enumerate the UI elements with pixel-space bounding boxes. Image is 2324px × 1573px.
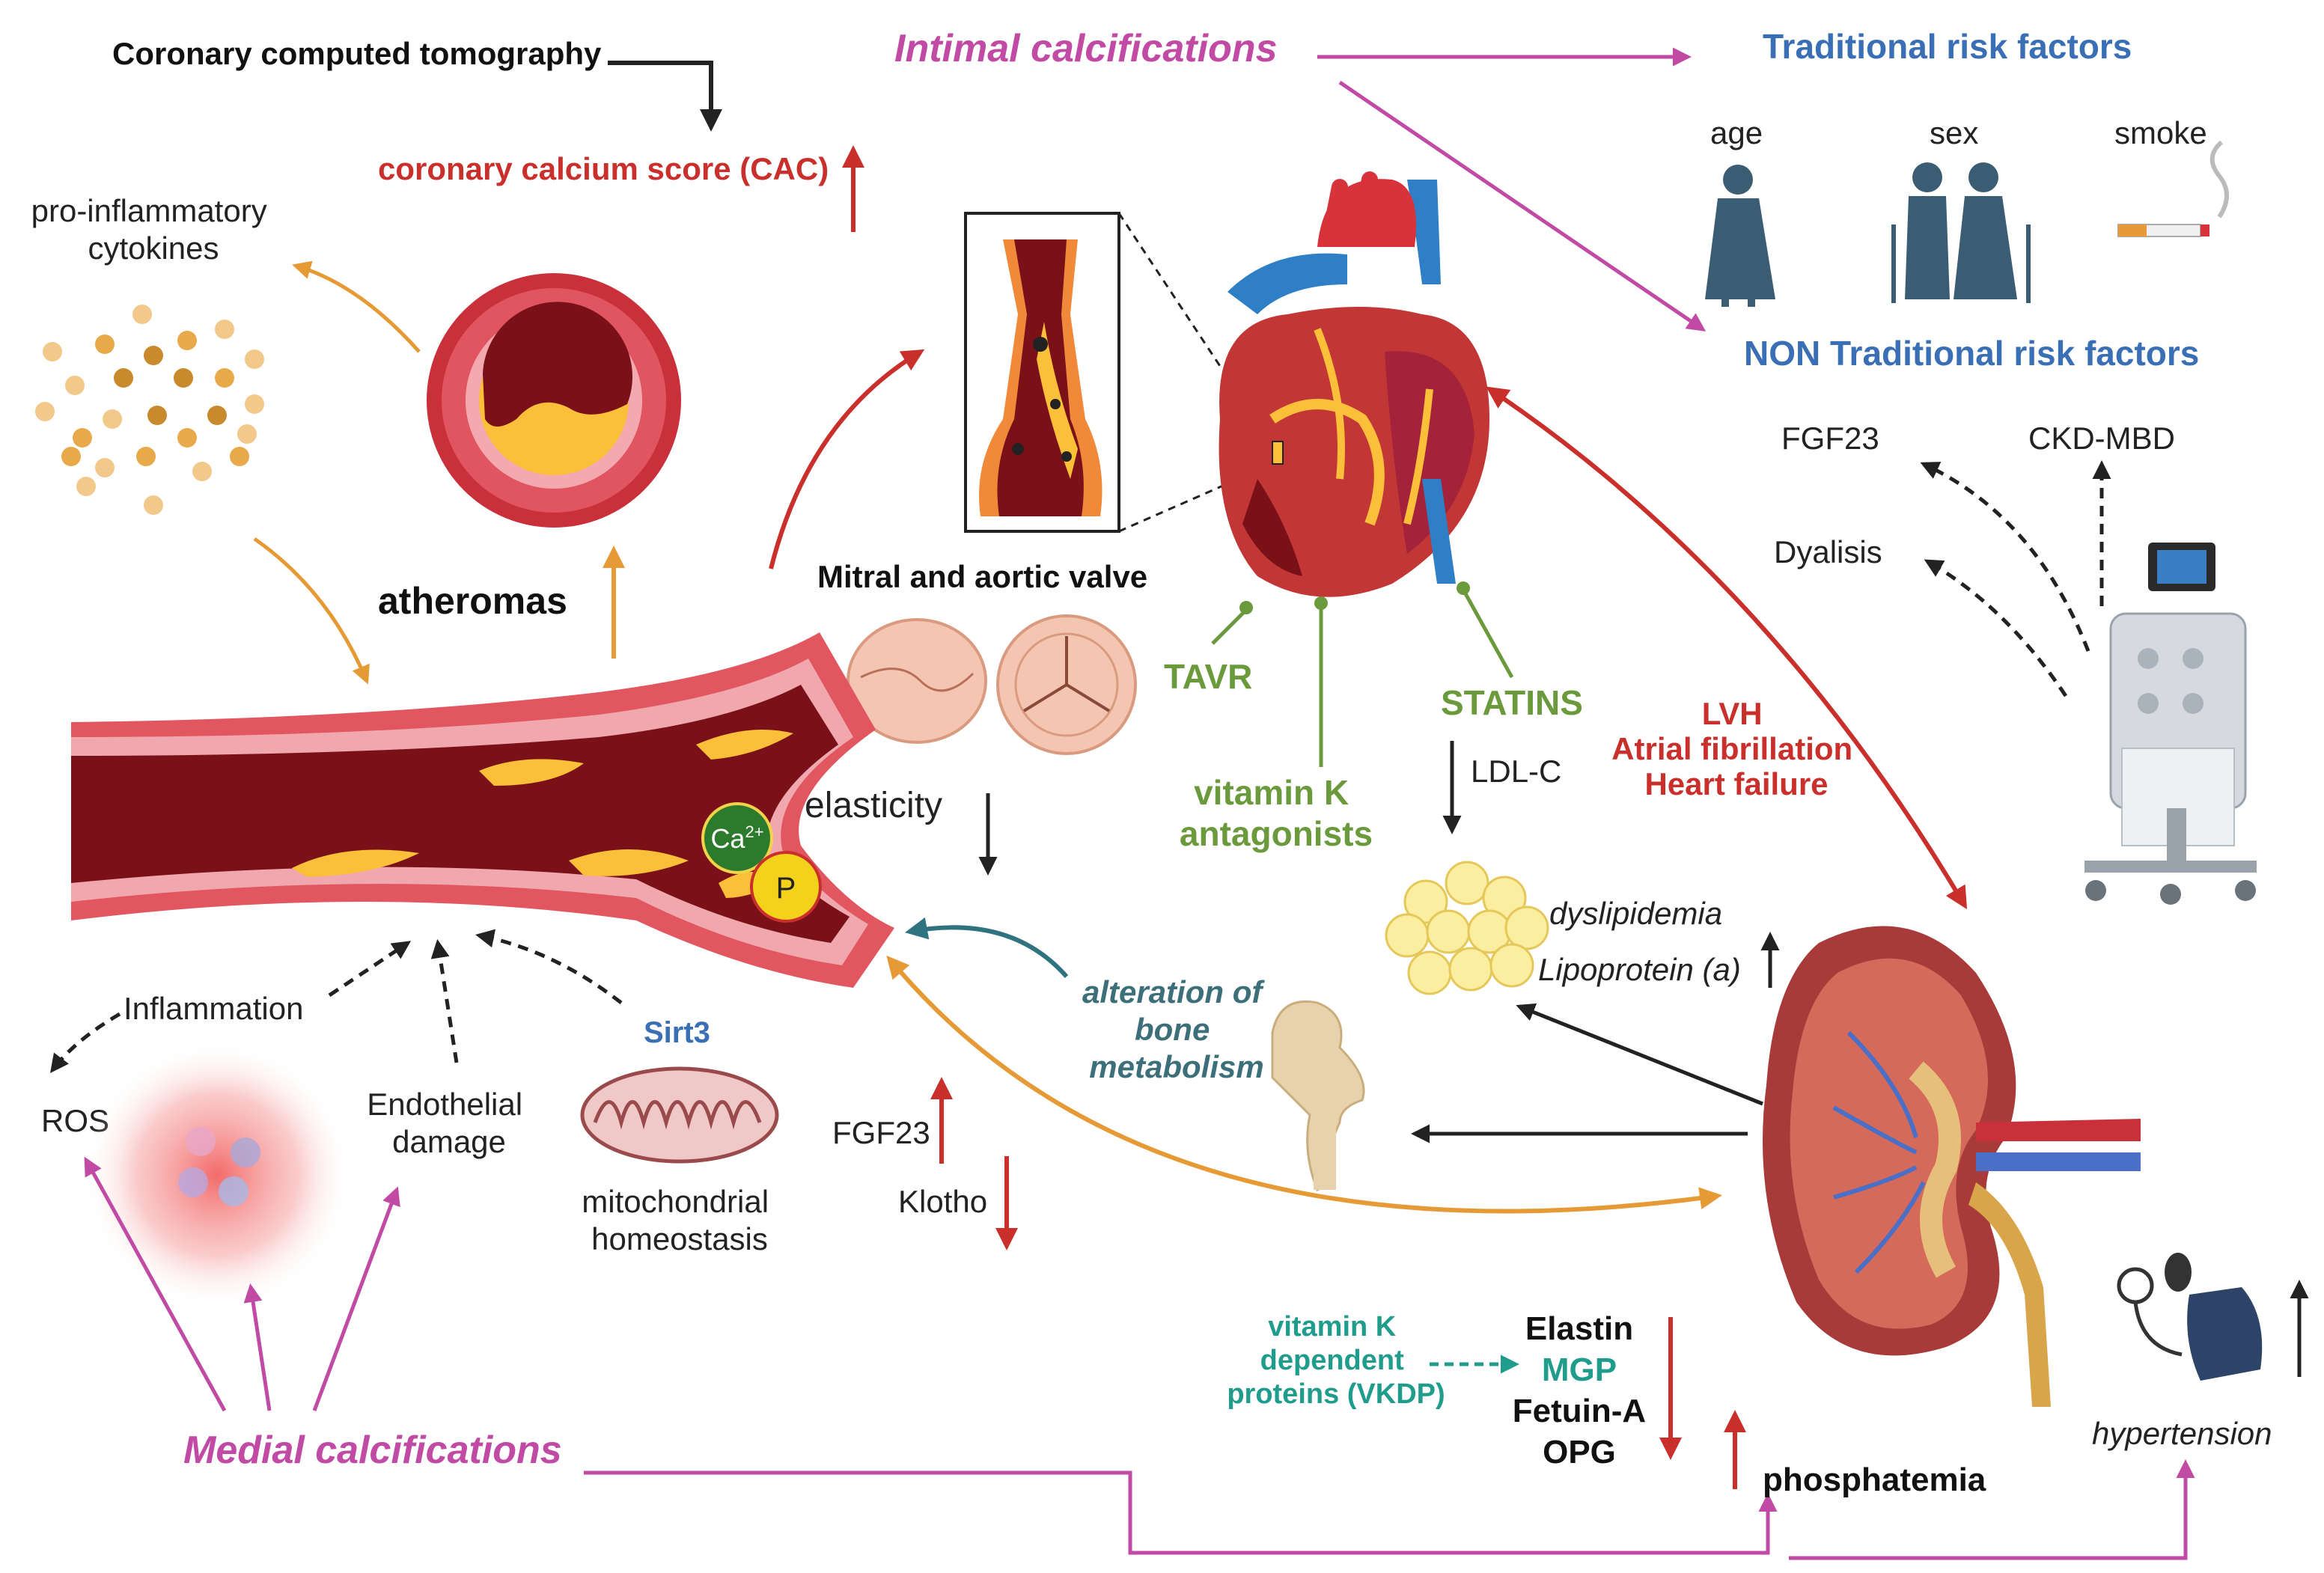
medial-to-inflammation-arrow bbox=[243, 1283, 272, 1411]
protein-elastin: Elastin bbox=[1525, 1310, 1633, 1347]
calcium-ion bbox=[701, 802, 773, 874]
protein-fetuin: Fetuin-A bbox=[1513, 1393, 1646, 1429]
dialysis-to-dyalisis-arrow bbox=[1924, 559, 2068, 697]
heart-effects-label: LVH Atrial fibrillation Heart failure bbox=[1611, 696, 1861, 801]
ldl-label: LDL-C bbox=[1471, 754, 1561, 789]
lpa-label: Lipoprotein (a) bbox=[1538, 952, 1741, 987]
lipid-droplets-icon bbox=[1385, 861, 1549, 995]
medial-title: Medial calcifications bbox=[183, 1429, 562, 1472]
bone-to-vessel-arrow bbox=[905, 917, 1069, 978]
cytokine-dots bbox=[35, 305, 264, 515]
kidney-illustration bbox=[1763, 926, 2141, 1407]
elderly-person-icon bbox=[1705, 165, 1775, 307]
dialysis-machine-icon bbox=[2084, 543, 2257, 905]
aortic-valve bbox=[996, 614, 1137, 755]
mitochondrion-icon bbox=[580, 1066, 779, 1164]
atheromas-label: atheromas bbox=[378, 580, 567, 622]
sirt3-label: Sirt3 bbox=[644, 1016, 710, 1049]
vessel-to-valve-arrow bbox=[769, 349, 925, 569]
traditional-title: Traditional risk factors bbox=[1763, 27, 2132, 66]
medial-to-phosphatemia-arrow bbox=[584, 1470, 1778, 1555]
endothelial-label: Endothelial damage bbox=[367, 1087, 531, 1159]
nontraditional-title: NON Traditional risk factors bbox=[1744, 334, 2199, 373]
phosphate-ion-label: P bbox=[776, 872, 796, 905]
risk-sex: sex bbox=[1930, 115, 1978, 150]
tavr-stick bbox=[1211, 608, 1248, 645]
risk-age: age bbox=[1710, 115, 1763, 150]
ct-label: Coronary computed tomography bbox=[112, 36, 602, 71]
phosphatemia-label: phosphatemia bbox=[1763, 1461, 1986, 1498]
intimal-title: Intimal calcifications bbox=[894, 27, 1278, 70]
immune-cells-icon bbox=[178, 1126, 260, 1206]
statins-stick bbox=[1461, 588, 1514, 679]
blood-pressure-cuff-icon bbox=[2117, 1253, 2263, 1381]
artery-cross-section bbox=[427, 273, 681, 528]
nontrad-fgf23: FGF23 bbox=[1781, 421, 1879, 456]
valve-inset bbox=[964, 212, 1120, 533]
elasticity-label: elasticity bbox=[805, 786, 942, 825]
bone-illustration bbox=[1271, 1000, 1365, 1192]
inflammation-glow bbox=[82, 1040, 352, 1310]
dyslipidemia-label: dyslipidemia bbox=[1549, 896, 1722, 931]
vessel-kidney-orange-arrow bbox=[886, 955, 1722, 1214]
inflammation-label: Inflammation bbox=[123, 991, 303, 1026]
fgf23-label: FGF23 bbox=[832, 1115, 930, 1150]
vessel-illustration bbox=[71, 632, 894, 988]
medial-to-ros-arrow bbox=[84, 1156, 227, 1412]
protein-opg: OPG bbox=[1543, 1434, 1616, 1470]
mitral-valve bbox=[847, 618, 987, 744]
mito-label: mitochondrial homeostasis bbox=[582, 1184, 777, 1256]
nontrad-dyalisis: Dyalisis bbox=[1774, 534, 1882, 569]
valve-label: Mitral and aortic valve bbox=[817, 559, 1147, 594]
statins-label: STATINS bbox=[1441, 683, 1583, 722]
phosphate-ion bbox=[750, 851, 822, 923]
inflammation-to-vessel-arrow bbox=[328, 941, 412, 998]
calcium-ion-label: Ca2+ bbox=[710, 822, 763, 854]
kidney-to-lipids-arrow bbox=[1516, 1003, 1763, 1106]
heart-kidney-arrow bbox=[1486, 386, 1968, 910]
couple-icon bbox=[1891, 162, 2031, 303]
endothelial-to-vessel-arrow bbox=[430, 939, 459, 1063]
nontrad-ckd: CKD-MBD bbox=[2028, 421, 2175, 456]
vkdp-label: vitamin K dependent proteins (VKDP) bbox=[1227, 1311, 1445, 1410]
cytokines-to-vessel-arrow bbox=[253, 537, 370, 685]
risk-smoke: smoke bbox=[2114, 115, 2207, 150]
inflammation-to-ros-arrow bbox=[49, 1012, 121, 1073]
tavr-dot bbox=[1239, 601, 1253, 614]
phosphatemia-to-hypertension-arrow bbox=[1789, 1459, 2195, 1560]
artery-to-cytokines-arrow bbox=[292, 260, 421, 353]
cac-label: coronary calcium score (CAC) bbox=[378, 151, 829, 186]
sirt3-to-vessel-arrow bbox=[475, 929, 623, 1004]
vitk-dot bbox=[1314, 596, 1328, 610]
hypertension-label: hypertension bbox=[2092, 1416, 2272, 1451]
protein-mgp: MGP bbox=[1542, 1351, 1617, 1388]
heart-illustration bbox=[1219, 171, 1489, 597]
klotho-label: Klotho bbox=[898, 1184, 987, 1219]
statins-dot bbox=[1457, 581, 1470, 595]
intimal-to-nontraditional-arrow bbox=[1338, 80, 1707, 332]
tavr-label: TAVR bbox=[1164, 657, 1252, 696]
bone-label: alteration of bone metabolism bbox=[1082, 974, 1271, 1084]
cigarette-icon bbox=[2117, 140, 2229, 237]
medial-to-endothelial-arrow bbox=[312, 1186, 400, 1411]
cytokines-label: pro-inflammatory cytokines bbox=[31, 193, 276, 266]
vitk-label: vitamin K antagonists bbox=[1180, 773, 1373, 853]
ct-arrow bbox=[608, 61, 722, 132]
